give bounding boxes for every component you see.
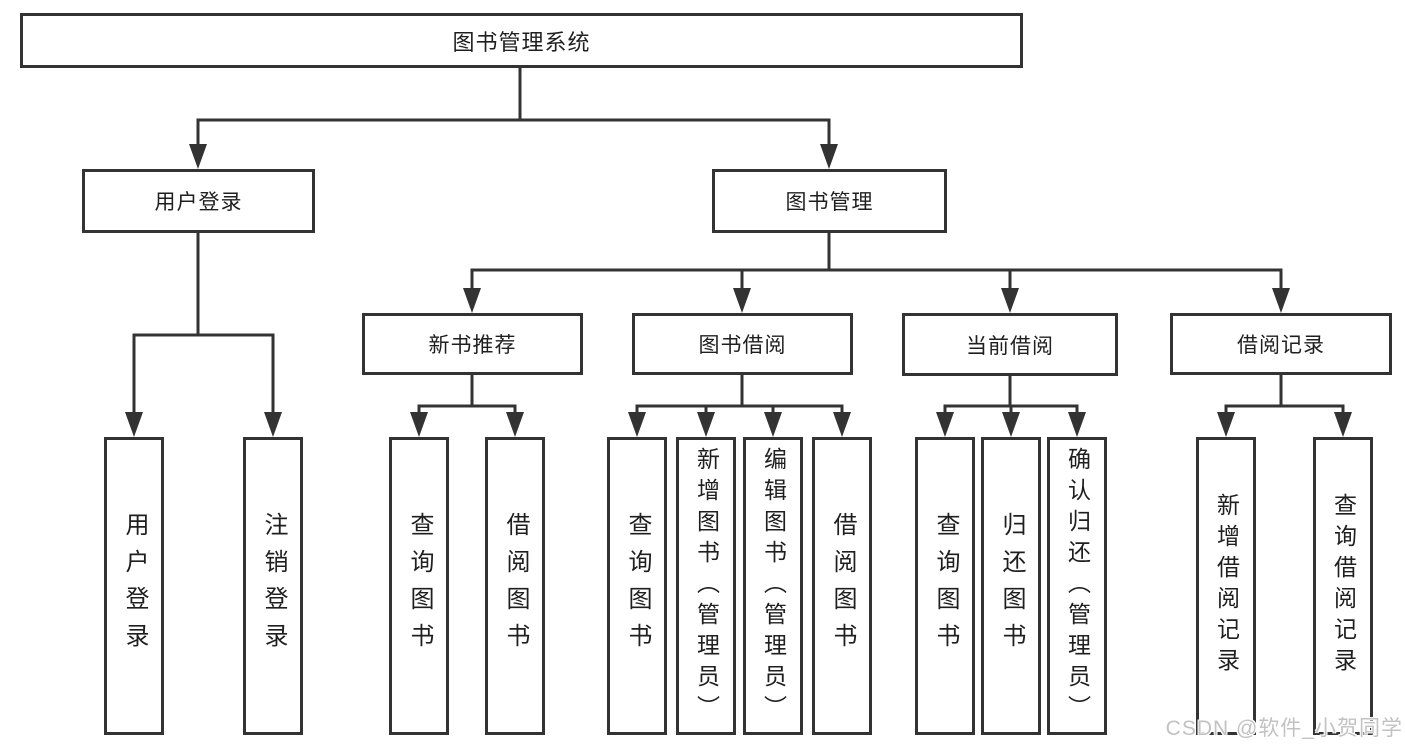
connector-book-management-to-level3	[463, 231, 1290, 313]
node-label: 借阅图书	[829, 512, 856, 660]
node-label: 确认归还（管理员）	[1064, 446, 1091, 726]
node-label: 图书借阅	[698, 334, 787, 357]
leaf-borrow-books-recommend: 借阅图书	[485, 437, 545, 735]
leaf-user-login: 用户登录	[104, 437, 164, 735]
node-label: 归还图书	[998, 512, 1025, 660]
node-label: 新增图书（管理员）	[693, 446, 720, 726]
node-user-login: 用户登录	[82, 169, 315, 233]
leaf-edit-book-admin: 编辑图书（管理员）	[743, 437, 803, 735]
connector-user-login-to-leaves	[125, 231, 282, 437]
node-label: 注销登录	[260, 512, 287, 660]
leaf-return-book: 归还图书	[981, 437, 1041, 735]
node-label: 查询图书	[406, 512, 433, 660]
node-current-borrow: 当前借阅	[902, 313, 1118, 376]
connector-current-borrow-to-leaves	[936, 374, 1086, 437]
leaf-add-book-admin: 新增图书（管理员）	[676, 437, 736, 735]
leaf-borrow-books: 借阅图书	[812, 437, 872, 735]
node-label: 查询图书	[932, 512, 959, 660]
node-borrow-records: 借阅记录	[1170, 313, 1392, 375]
node-label: 图书管理系统	[452, 29, 591, 55]
leaf-query-books-borrow: 查询图书	[607, 437, 667, 735]
node-label: 新书推荐	[428, 334, 517, 357]
connector-new-book-recommend-to-leaves	[410, 373, 524, 437]
node-new-book-recommend: 新书推荐	[362, 313, 583, 375]
node-label: 新增借阅记录	[1213, 493, 1240, 679]
node-label: 查询借阅记录	[1330, 493, 1357, 679]
node-label: 用户登录	[154, 191, 243, 214]
node-label: 查询图书	[624, 512, 651, 660]
connector-borrow-records-to-leaves	[1217, 373, 1352, 437]
node-label: 编辑图书（管理员）	[760, 446, 787, 726]
leaf-confirm-return-admin: 确认归还（管理员）	[1047, 437, 1107, 735]
leaf-query-borrow-record: 查询借阅记录	[1313, 437, 1373, 735]
node-library-management-system: 图书管理系统	[20, 13, 1023, 68]
csdn-watermark: CSDN @软件_小贺同学	[1165, 717, 1403, 740]
leaf-query-books-current: 查询图书	[915, 437, 975, 735]
connector-root-to-level2	[189, 66, 838, 169]
leaf-query-books-recommend: 查询图书	[389, 437, 449, 735]
node-label: 借阅图书	[502, 512, 529, 660]
leaf-logout: 注销登录	[243, 437, 303, 735]
node-book-borrow: 图书借阅	[632, 313, 853, 375]
node-label: 图书管理	[785, 191, 874, 214]
node-label: 当前借阅	[966, 334, 1054, 358]
connector-book-borrow-to-leaves	[628, 373, 851, 437]
node-label: 借阅记录	[1237, 334, 1325, 357]
leaf-add-borrow-record: 新增借阅记录	[1196, 437, 1256, 735]
node-book-management: 图书管理	[712, 169, 947, 233]
node-label: 用户登录	[121, 512, 148, 660]
